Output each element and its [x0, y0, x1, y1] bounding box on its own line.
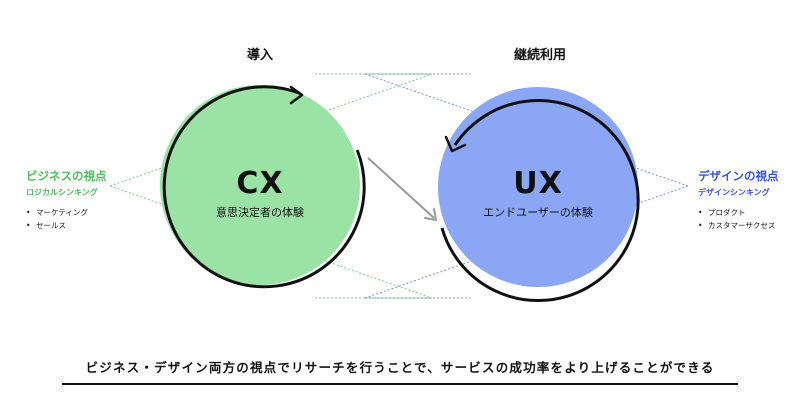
- business-perspective-panel: ビジネスの視点 ロジカルシンキング マーケティング セールス: [26, 168, 107, 232]
- transition-arrow: [367, 157, 435, 219]
- ux-circle-outline: [440, 99, 640, 302]
- summary-underline: [62, 383, 738, 385]
- design-perspective-panel: デザインの視点 デザインシンキング プロダクト カスタマーサクセス: [698, 168, 779, 232]
- phase-intro-label: 導入: [246, 48, 273, 63]
- summary-statement: ビジネス・デザイン両方の視点でリサーチを行うことで、サービスの成功率をより上げる…: [85, 360, 715, 375]
- ux-arrowhead: [444, 135, 467, 153]
- business-perspective-subtitle: ロジカルシンキング: [26, 188, 98, 197]
- design-perspective-list: プロダクト カスタマーサクセス: [698, 206, 779, 232]
- design-perspective-title: デザインの視点: [698, 169, 779, 183]
- list-item: カスタマーサクセス: [698, 219, 779, 232]
- cx-arrowhead: [289, 85, 304, 105]
- cx-circle-outline: [162, 85, 366, 289]
- list-item: セールス: [26, 219, 107, 232]
- design-perspective-subtitle: デザインシンキング: [698, 188, 770, 197]
- business-perspective-title: ビジネスの視点: [26, 169, 107, 183]
- list-item: プロダクト: [698, 206, 779, 219]
- ux-circle: [438, 87, 638, 287]
- ux-subtitle: エンドユーザーの体験: [483, 206, 593, 219]
- cx-subtitle: 意思決定者の体験: [216, 206, 304, 219]
- transition-arrowhead: [424, 208, 437, 221]
- list-item: マーケティング: [26, 206, 107, 219]
- cx-title: CX: [236, 166, 284, 201]
- ux-title: UX: [513, 166, 563, 201]
- phase-continued-label: 継続利用: [513, 48, 566, 63]
- cx-circle: [160, 85, 360, 285]
- business-perspective-list: マーケティング セールス: [26, 206, 107, 232]
